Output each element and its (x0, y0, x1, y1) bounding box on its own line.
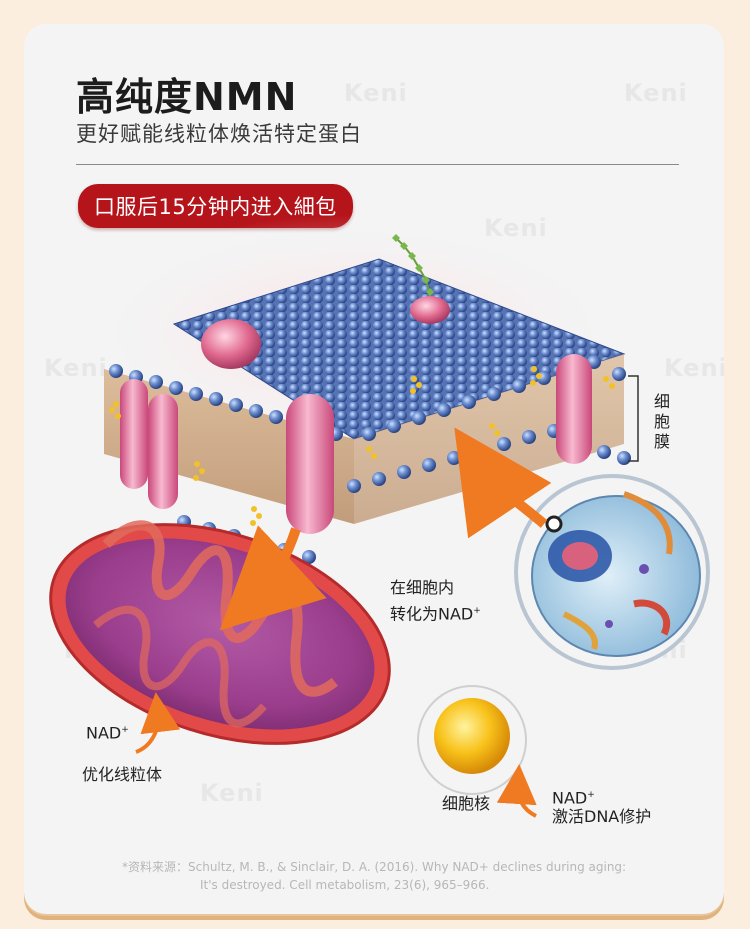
mitochondrion (49, 520, 391, 745)
arrow-to-membrane (454, 427, 552, 539)
watermark: Keni (664, 354, 724, 382)
cholesterol-dots (109, 366, 615, 526)
arrow-to-mitochondrion (219, 525, 327, 631)
nucleus-label: 细胞核 (442, 794, 491, 813)
watermark: Keni (200, 779, 264, 807)
optimize-mitochondria-label: 优化线粒体 (82, 765, 163, 784)
dna-repair-label: 激活DNA修护 (552, 807, 652, 826)
reference-note: *资料来源：Schultz, M. B., & Sinclair, D. A. … (122, 858, 682, 894)
convert-label-line2: 转化为NAD+ (390, 604, 481, 624)
nad-dna-label: NAD+ (552, 788, 595, 808)
cell-illustration (49, 214, 710, 818)
nad-mito-label: NAD+ (86, 723, 129, 743)
page-subtitle: 更好赋能线粒体焕活特定蛋白 (76, 122, 362, 146)
membrane-proteins (120, 296, 592, 534)
membrane-bracket (628, 375, 639, 462)
nucleus (417, 685, 527, 795)
reference-line1: *资料来源：Schultz, M. B., & Sinclair, D. A. … (122, 860, 627, 874)
watermark: Keni (624, 79, 688, 107)
cell-diagram (514, 474, 710, 670)
reference-line2: It's destroyed. Cell metabolism, 23(6), … (200, 878, 490, 892)
divider (76, 164, 679, 165)
page-title: 高纯度NMN (76, 75, 298, 119)
watermark: Keni (344, 79, 408, 107)
convert-label-line1: 在细胞内 (390, 578, 455, 597)
glycan-chain (392, 234, 434, 297)
arrow-nad-mito (135, 692, 181, 754)
arrow-nad-dna (496, 764, 537, 818)
info-card: Keni Keni Keni Keni Keni Keni Keni Keni … (24, 24, 724, 914)
cell-membrane-label: 细胞膜 (653, 392, 670, 451)
